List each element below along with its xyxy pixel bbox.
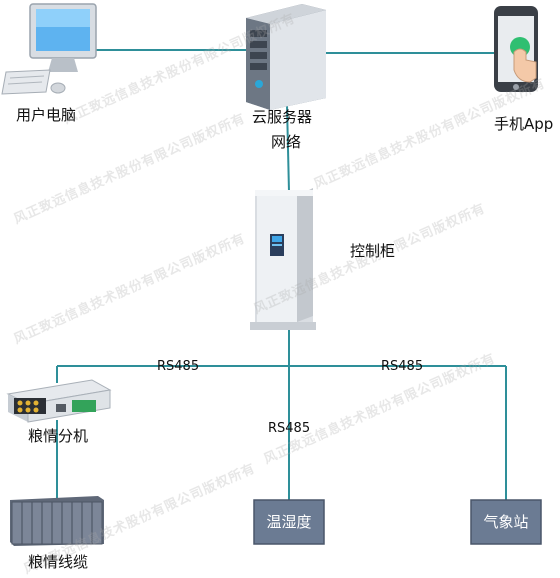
connector-lines	[56, 49, 507, 500]
rs485-left-label: RS485	[157, 359, 200, 374]
computer-icon	[1, 3, 97, 95]
temp-humidity-box	[253, 499, 325, 545]
cloud-server-label: 云服务器	[252, 108, 313, 126]
control-cabinet-icon	[250, 188, 316, 330]
grain-sub-unit-label: 粮情分机	[28, 427, 89, 445]
weather-station-box	[470, 499, 542, 545]
control-cabinet-label: 控制柜	[350, 242, 396, 260]
weather-station-label: 气象站	[483, 513, 529, 531]
rs485-right-label: RS485	[381, 359, 424, 374]
mobile-app-label: 手机App	[494, 115, 554, 133]
mobile-phone-icon	[494, 6, 538, 92]
line-server-cabinet	[286, 104, 290, 193]
network-label: 网络	[271, 133, 302, 151]
grain-cable-icon	[10, 496, 104, 546]
grain-sub-unit-icon	[6, 379, 112, 423]
server-icon	[246, 4, 326, 110]
temp-humidity-label: 温湿度	[266, 513, 312, 531]
rs485-middle-label: RS485	[268, 421, 311, 436]
user-pc-label: 用户电脑	[16, 106, 77, 124]
grain-cable-label: 粮情线缆	[28, 553, 89, 571]
